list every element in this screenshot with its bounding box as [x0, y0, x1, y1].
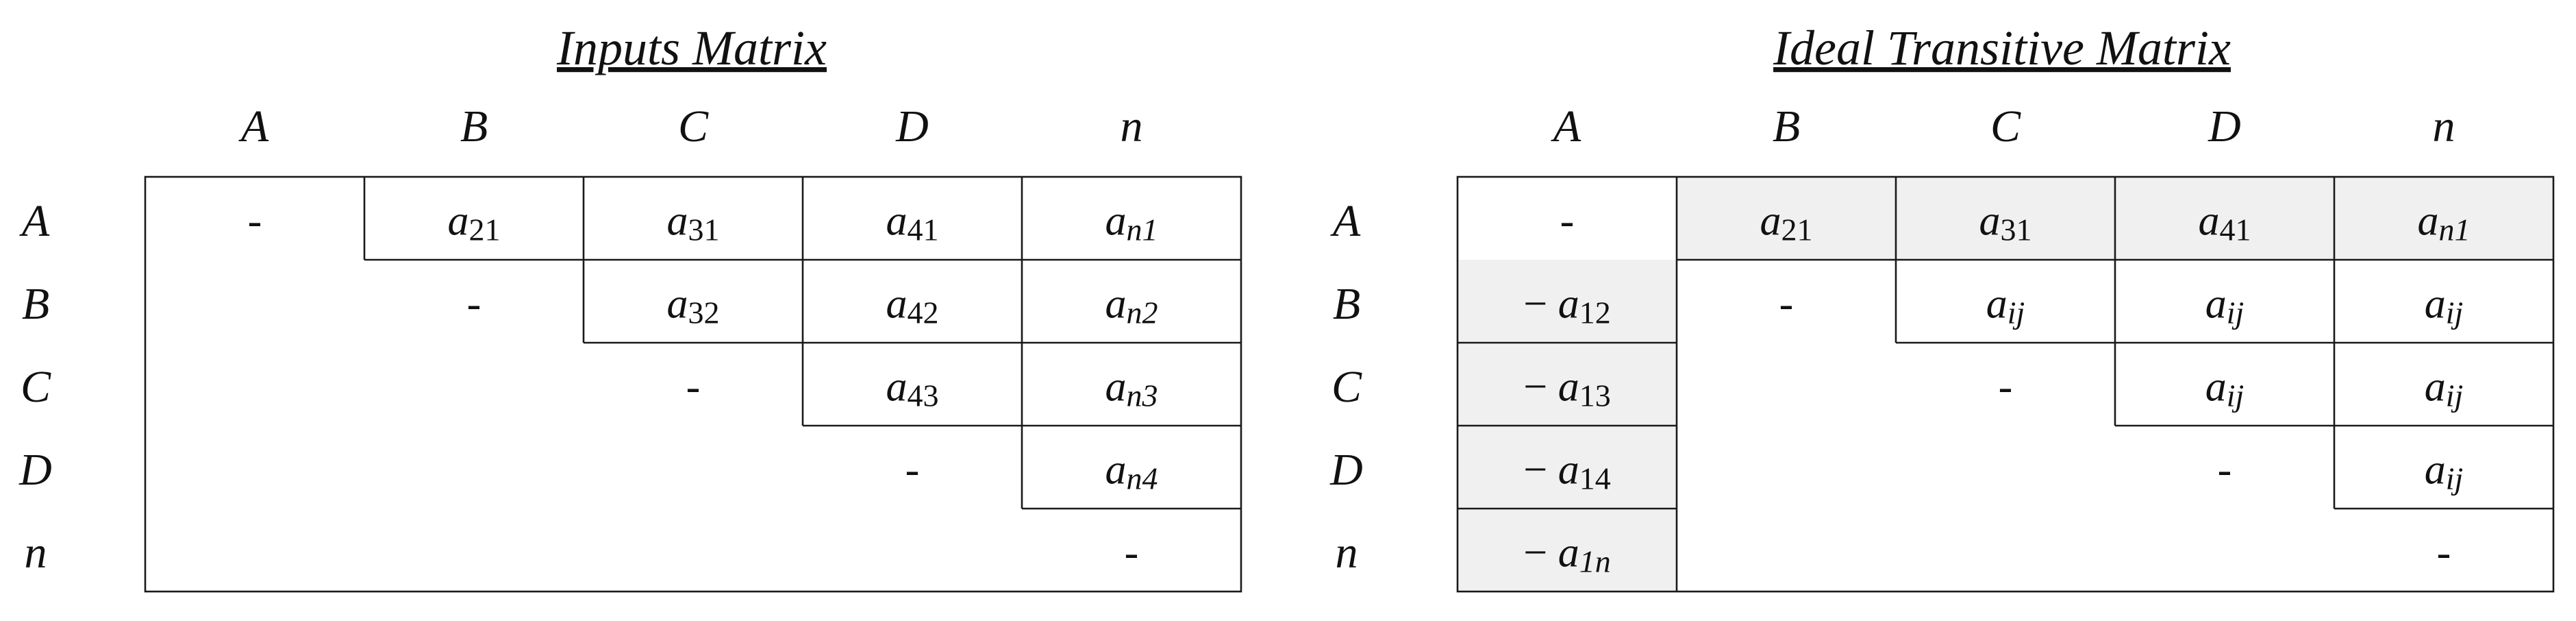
shaded-cell-ideal — [1458, 260, 1677, 343]
cell-value-inputs: - — [467, 281, 482, 328]
cell-value-ideal: - — [2437, 530, 2451, 576]
cell-value-inputs: a42 — [886, 281, 939, 330]
cell-value-ideal: - — [1999, 364, 2013, 411]
row-header-inputs-A: A — [19, 196, 50, 246]
cell-value-ideal: aij — [2425, 281, 2464, 330]
matrix-border-ideal — [1456, 175, 2555, 593]
row-header-ideal-C: C — [1331, 362, 1362, 412]
shaded-cell-ideal — [1677, 177, 1896, 260]
column-header-inputs-A: A — [238, 101, 269, 151]
column-header-ideal-C: C — [1990, 101, 2021, 151]
cell-value-ideal: − a13 — [1523, 364, 1610, 413]
row-header-inputs-D: D — [18, 445, 52, 495]
cell-value-inputs: a43 — [886, 364, 939, 413]
cell-value-ideal: a21 — [1760, 198, 1813, 247]
cell-value-inputs: an4 — [1105, 447, 1158, 496]
column-header-inputs-n: n — [1121, 101, 1143, 151]
row-header-inputs-B: B — [22, 279, 49, 329]
row-header-ideal-D: D — [1329, 445, 1363, 495]
column-header-inputs-C: C — [678, 101, 709, 151]
row-header-ideal-A: A — [1330, 196, 1361, 246]
cell-value-inputs: - — [1125, 530, 1139, 576]
cell-value-inputs: - — [905, 447, 920, 494]
cell-value-ideal: an1 — [2418, 198, 2471, 247]
cell-value-ideal: - — [1560, 198, 1575, 245]
matrix-border-inputs — [144, 175, 1242, 593]
column-header-inputs-D: D — [895, 101, 929, 151]
column-header-ideal-D: D — [2208, 101, 2241, 151]
shaded-cell-ideal — [1458, 426, 1677, 509]
cell-value-inputs: a31 — [667, 198, 720, 247]
cell-value-inputs: a21 — [448, 198, 501, 247]
cell-value-ideal: - — [1779, 281, 1794, 328]
cell-value-ideal: aij — [2205, 364, 2244, 413]
cell-value-ideal: a31 — [1979, 198, 2032, 247]
cell-value-inputs: an3 — [1105, 364, 1158, 413]
cell-value-ideal: − a12 — [1523, 281, 1610, 330]
shaded-cell-ideal — [1896, 177, 2115, 260]
row-header-ideal-n: n — [1336, 528, 1358, 578]
row-header-inputs-n: n — [25, 528, 47, 578]
cell-value-ideal: − a1n — [1523, 530, 1610, 579]
cell-value-inputs: an1 — [1105, 198, 1158, 247]
row-header-inputs-C: C — [21, 362, 51, 412]
cell-value-inputs: a41 — [886, 198, 939, 247]
cell-value-inputs: a32 — [667, 281, 720, 330]
column-header-ideal-n: n — [2433, 101, 2455, 151]
cell-value-inputs: - — [686, 364, 701, 411]
matrix-title-inputs: Inputs Matrix — [556, 21, 827, 75]
cell-value-ideal: aij — [2205, 281, 2244, 330]
column-header-ideal-A: A — [1551, 101, 1581, 151]
column-header-ideal-B: B — [1773, 101, 1800, 151]
column-header-inputs-B: B — [460, 101, 488, 151]
cell-value-inputs: an2 — [1105, 281, 1158, 330]
cell-value-ideal: aij — [2425, 364, 2464, 413]
shaded-cell-ideal — [2115, 177, 2334, 260]
cell-value-ideal: a41 — [2199, 198, 2251, 247]
cell-value-ideal: aij — [1986, 281, 2025, 330]
shaded-cell-ideal — [2334, 177, 2553, 260]
shaded-cell-ideal — [1458, 343, 1677, 426]
row-header-ideal-B: B — [1333, 279, 1360, 329]
matrix-title-ideal: Ideal Transitive Matrix — [1773, 21, 2231, 75]
cell-value-ideal: aij — [2425, 447, 2464, 496]
cell-value-inputs: - — [248, 198, 262, 245]
cell-value-ideal: - — [2218, 447, 2232, 494]
cell-value-ideal: − a14 — [1523, 447, 1610, 496]
shaded-cell-ideal — [1458, 509, 1677, 592]
